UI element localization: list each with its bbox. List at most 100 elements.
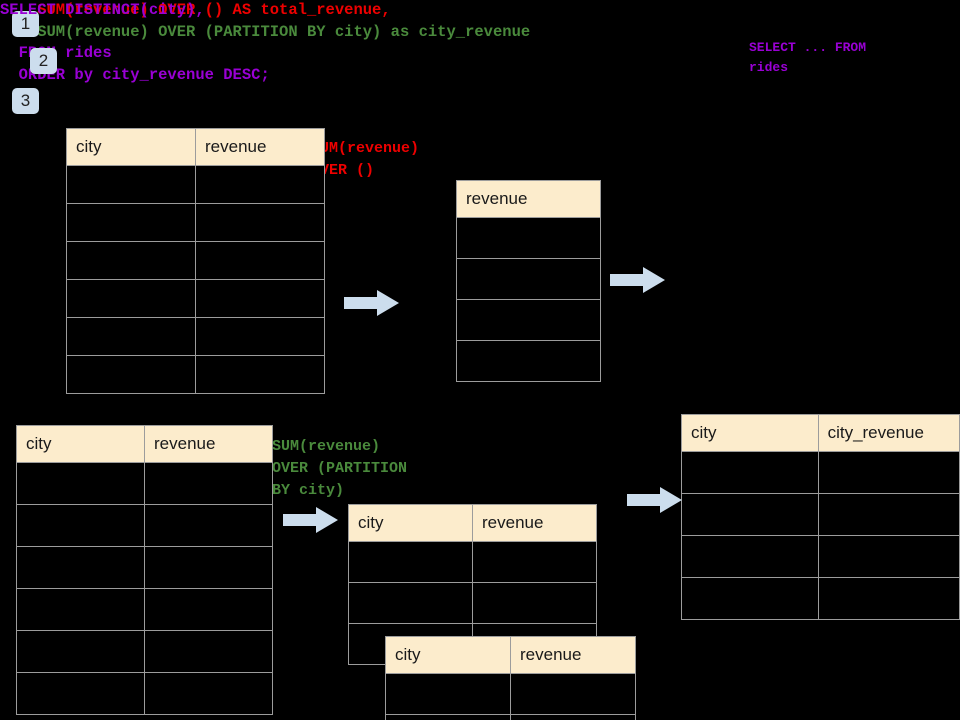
cell-city bbox=[66, 355, 196, 394]
cell-city bbox=[16, 588, 145, 631]
table-row bbox=[16, 546, 273, 589]
cell-city bbox=[16, 672, 145, 715]
table-row bbox=[681, 535, 960, 578]
cell-city bbox=[66, 241, 196, 280]
table-header-row: city revenue bbox=[66, 128, 325, 166]
table-row bbox=[385, 714, 636, 720]
cell-revenue bbox=[510, 673, 636, 715]
cell-revenue bbox=[472, 541, 597, 583]
table-row bbox=[456, 340, 601, 382]
cell-city bbox=[16, 630, 145, 673]
arrow-right-icon bbox=[344, 290, 399, 316]
cell-city bbox=[16, 546, 145, 589]
cell-revenue bbox=[456, 258, 601, 300]
cell-revenue bbox=[195, 241, 325, 280]
cell-city bbox=[66, 279, 196, 318]
cell-city bbox=[66, 317, 196, 356]
cell-revenue bbox=[144, 588, 273, 631]
column-header-city: city bbox=[385, 636, 511, 674]
cell-revenue bbox=[144, 462, 273, 505]
cell-revenue bbox=[195, 317, 325, 356]
arrow-right-icon bbox=[283, 507, 338, 533]
table-row bbox=[66, 165, 325, 204]
table-row bbox=[16, 630, 273, 673]
arrow-right-icon bbox=[610, 267, 665, 293]
cell-city bbox=[348, 541, 473, 583]
cell-revenue bbox=[510, 714, 636, 720]
table-row bbox=[16, 672, 273, 715]
cell-city bbox=[681, 451, 819, 494]
table-header-row: city revenue bbox=[16, 425, 273, 463]
table-row bbox=[66, 203, 325, 242]
sql-side-note: SELECT ... FROM rides bbox=[749, 40, 867, 75]
cell-city bbox=[385, 673, 511, 715]
cell-city bbox=[66, 203, 196, 242]
table-row bbox=[385, 673, 636, 715]
column-header-revenue: revenue bbox=[510, 636, 636, 674]
step-badge-1: 1 bbox=[12, 11, 39, 37]
annotation-total-revenue: SUM(revenue) OVER () bbox=[311, 140, 420, 179]
column-header-revenue: revenue bbox=[195, 128, 325, 166]
cell-revenue bbox=[456, 217, 601, 259]
arrow-right-icon bbox=[627, 487, 682, 513]
cell-city-revenue bbox=[817, 535, 960, 578]
table-row bbox=[66, 317, 325, 356]
column-header-city: city bbox=[348, 504, 473, 542]
table-row bbox=[348, 541, 597, 583]
table-rides-source-bottom: city revenue bbox=[16, 425, 273, 715]
table-row bbox=[16, 462, 273, 505]
cell-revenue bbox=[144, 630, 273, 673]
table-total-revenue: revenue bbox=[456, 180, 601, 382]
table-row bbox=[456, 299, 601, 341]
column-header-city: city bbox=[16, 425, 145, 463]
cell-revenue bbox=[195, 279, 325, 318]
cell-city bbox=[681, 535, 819, 578]
table-row bbox=[681, 493, 960, 536]
cell-city-revenue bbox=[817, 577, 960, 620]
cell-city bbox=[385, 714, 511, 720]
cell-revenue bbox=[456, 299, 601, 341]
cell-revenue bbox=[144, 546, 273, 589]
sql-line-select: SELECT DISTINCT(city), bbox=[0, 1, 205, 19]
cell-city bbox=[681, 577, 819, 620]
cell-revenue bbox=[144, 504, 273, 547]
table-row bbox=[66, 279, 325, 318]
cell-city bbox=[681, 493, 819, 536]
cell-revenue bbox=[195, 165, 325, 204]
annotation-city-revenue: SUM(revenue) OVER (PARTITION BY city) bbox=[272, 438, 408, 499]
cell-city-revenue bbox=[817, 493, 960, 536]
table-row bbox=[16, 588, 273, 631]
table-row bbox=[16, 504, 273, 547]
table-row bbox=[681, 577, 960, 620]
sql-line-city: SUM(revenue) OVER (PARTITION BY city) as… bbox=[0, 22, 531, 41]
column-header-revenue: revenue bbox=[144, 425, 273, 463]
table-row bbox=[456, 258, 601, 300]
table-row bbox=[66, 355, 325, 394]
cell-revenue bbox=[144, 672, 273, 715]
sql-line-total: SUM(revenue) OVER () AS total_revenue, bbox=[0, 1, 391, 19]
table-header-row: city city_revenue bbox=[681, 414, 960, 452]
step-badge-3: 3 bbox=[12, 88, 39, 114]
cell-revenue bbox=[456, 340, 601, 382]
table-row bbox=[456, 217, 601, 259]
cell-revenue bbox=[195, 203, 325, 242]
cell-city-revenue bbox=[817, 451, 960, 494]
cell-revenue bbox=[195, 355, 325, 394]
table-header-row: city revenue bbox=[348, 504, 597, 542]
table-row bbox=[348, 582, 597, 624]
table-header-row: revenue bbox=[456, 180, 601, 218]
cell-city bbox=[16, 462, 145, 505]
column-header-city: city bbox=[66, 128, 196, 166]
sql-query-block: SELECT DISTINCT(city), SUM(revenue) OVER… bbox=[0, 0, 960, 86]
cell-revenue bbox=[472, 582, 597, 624]
cell-city bbox=[66, 165, 196, 204]
column-header-city-revenue: city_revenue bbox=[817, 414, 960, 452]
step-badge-2: 2 bbox=[30, 48, 57, 74]
table-row bbox=[66, 241, 325, 280]
column-header-city: city bbox=[681, 414, 819, 452]
column-header-revenue: revenue bbox=[456, 180, 601, 218]
table-row bbox=[681, 451, 960, 494]
table-partition-group-b: city revenue bbox=[385, 636, 636, 720]
cell-city bbox=[348, 582, 473, 624]
